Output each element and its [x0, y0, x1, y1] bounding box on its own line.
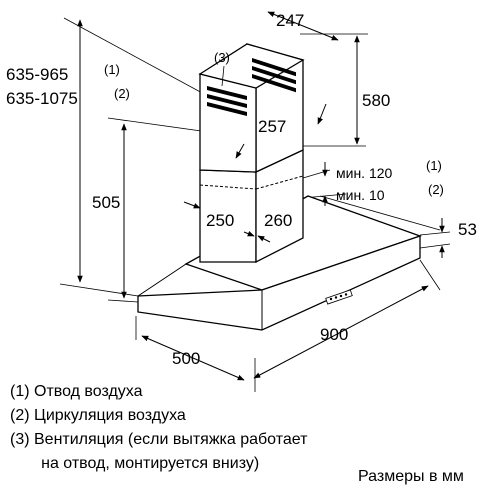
upper-chimney: [198, 43, 305, 174]
dim-vent-ref: (3): [214, 50, 230, 65]
dim-min-2: мин. 10: [336, 187, 385, 203]
units-note: Размеры в мм: [358, 468, 464, 485]
dim-chimney-width: 247: [276, 11, 304, 30]
dim-range-1-ref: (1): [104, 62, 120, 77]
legend-item-3: (3) Вентиляция (если вытяжка работает: [10, 431, 308, 448]
dimension-arrows: [77, 11, 445, 381]
dim-range-1: 635-965: [6, 65, 68, 84]
dim-hood-thickness: 53: [458, 220, 477, 239]
dim-min-1-ref: (1): [426, 158, 442, 173]
dim-hood-depth: 500: [172, 349, 200, 368]
lower-chimney: [199, 148, 304, 264]
legend-item-2: (2) Циркуляция воздуха: [10, 407, 186, 424]
vent-grille-left: [207, 86, 247, 116]
dim-chimney-depth: 257: [258, 117, 286, 136]
dim-chimney-height: 580: [362, 91, 390, 110]
vent-leader: [221, 65, 225, 87]
dim-range-2: 635-1075: [6, 89, 78, 108]
dim-lower-width: 250: [206, 211, 234, 230]
dim-range-2-ref: (2): [114, 86, 130, 101]
dim-lower-depth: 260: [264, 211, 292, 230]
dim-canopy-height: 505: [92, 193, 120, 212]
dim-min-2-ref: (2): [428, 182, 444, 197]
dim-min-1: мин. 120: [336, 165, 393, 181]
legend-item-3-cont: на отвод, монтируется внизу): [10, 455, 260, 472]
legend-item-1: (1) Отвод воздуха: [10, 383, 143, 400]
dim-hood-width: 900: [320, 325, 348, 344]
vent-grille-right: [252, 57, 296, 93]
